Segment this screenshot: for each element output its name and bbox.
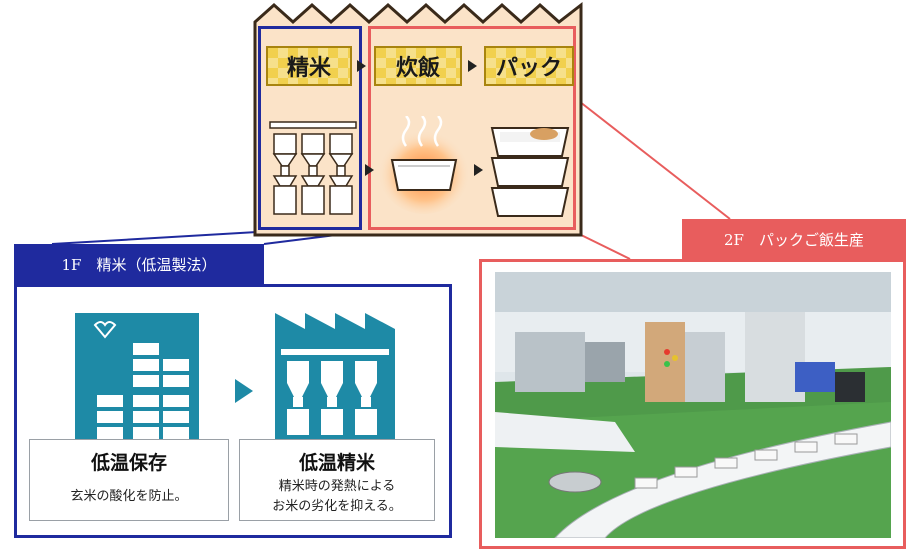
factory-production-line-photo xyxy=(495,272,891,538)
storage-title: 低温保存 xyxy=(90,452,167,474)
process-arrow xyxy=(474,164,483,176)
rice-cooking-icon xyxy=(378,116,470,214)
floor2-header: 2F パックご飯生産 xyxy=(682,219,906,259)
floor1-header: 1F 精米（低温製法） xyxy=(14,244,264,284)
floor1-connector-line xyxy=(51,231,259,245)
rice-polishing-highlight xyxy=(258,26,362,230)
polishing-title: 低温精米 xyxy=(298,452,375,474)
step-arrow xyxy=(468,60,477,72)
rice-polisher-machines-icon xyxy=(269,121,357,215)
polishing-description-line2: お米の劣化を抑える。 xyxy=(272,499,402,514)
cooking-packing-highlight xyxy=(368,26,576,230)
polishing-caption-box: 低温精米 精米時の発熱による お米の劣化を抑える。 xyxy=(239,439,435,521)
floor2-panel xyxy=(479,259,906,549)
process-panel: 精米 炊飯 パック xyxy=(252,0,584,238)
step-packing: パック xyxy=(484,46,574,86)
low-temp-polishing-factory-icon xyxy=(275,313,395,463)
process-arrow xyxy=(365,164,374,176)
stacked-rice-packs-icon xyxy=(490,127,570,217)
step-arrow xyxy=(357,60,366,72)
polishing-description-line1: 精米時の発熱による xyxy=(278,479,396,494)
step-rice-cooking: 炊飯 xyxy=(374,46,462,86)
floor2-connector-line xyxy=(574,231,631,260)
floor1-panel: 低温保存 玄米の酸化を防止。 低温精米 精米時の発熱による お米の劣化を抑える。 xyxy=(14,284,452,538)
floor2-connector-line xyxy=(574,97,731,220)
storage-description: 玄米の酸化を防止。 xyxy=(70,489,188,504)
teal-arrow-icon xyxy=(235,379,253,403)
storage-caption-box: 低温保存 玄米の酸化を防止。 xyxy=(29,439,229,521)
step-rice-polishing: 精米 xyxy=(266,46,352,86)
low-temp-storage-building-icon xyxy=(75,313,199,463)
